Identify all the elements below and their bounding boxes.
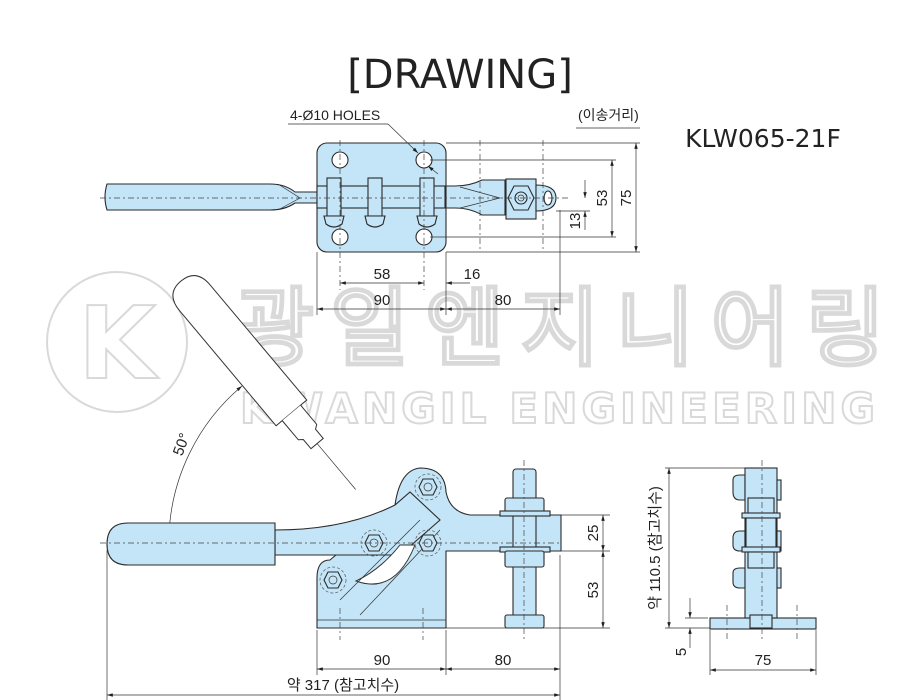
pivot-bolt — [419, 177, 435, 217]
pivot-bolt — [367, 177, 383, 217]
model-number: KLW065-21F — [685, 124, 841, 153]
handle-grip — [106, 522, 276, 566]
dim-height: 약 110.5 (참고치수) — [647, 486, 664, 610]
top-view: 75 53 13 58 16 90 80 4-Ø10 HOLES (이송거리) — [100, 107, 640, 315]
dim-16: 16 — [464, 266, 481, 283]
spindle-nut — [504, 550, 545, 568]
dim-80: 80 — [495, 652, 512, 669]
dim-53: 53 — [585, 582, 602, 599]
watermark-logo-circle — [46, 271, 188, 413]
dim-75: 75 — [755, 652, 772, 669]
dim-25: 25 — [585, 525, 602, 542]
dim-overall: 약 317 (참고치수) — [287, 677, 399, 694]
dim-90: 90 — [374, 652, 391, 669]
travel-note: (이송거리) — [578, 107, 639, 123]
pivot-bolt — [326, 177, 342, 217]
dim-80: 80 — [495, 292, 512, 309]
pivot-nut — [319, 566, 347, 594]
dim-90: 90 — [374, 292, 391, 309]
dim-53: 53 — [594, 190, 611, 207]
spindle-tip — [504, 614, 545, 629]
dim-75: 75 — [618, 190, 635, 207]
dim-13: 13 — [567, 213, 584, 230]
holes-note: 4-Ø10 HOLES — [290, 107, 380, 123]
watermark-logo-letter: K — [78, 285, 159, 402]
side-view: 약 110.5 (참고치수) 5 75 — [647, 460, 817, 675]
top-handle — [104, 183, 321, 211]
pivot-nut — [414, 473, 442, 501]
raised-handle-outline — [172, 275, 356, 490]
clamp-body — [316, 467, 562, 629]
angle-arc — [167, 385, 243, 536]
top-arm — [445, 179, 506, 216]
dim-58: 58 — [374, 266, 391, 283]
dim-5: 5 — [673, 648, 690, 656]
angle-label: 50° — [170, 431, 194, 458]
drawing-title: [DRAWING] — [347, 52, 573, 98]
clamp-arm — [274, 491, 441, 556]
front-view: 50° 2 — [100, 275, 610, 700]
watermark-english: KWANGIL ENGINEERING — [240, 384, 875, 433]
